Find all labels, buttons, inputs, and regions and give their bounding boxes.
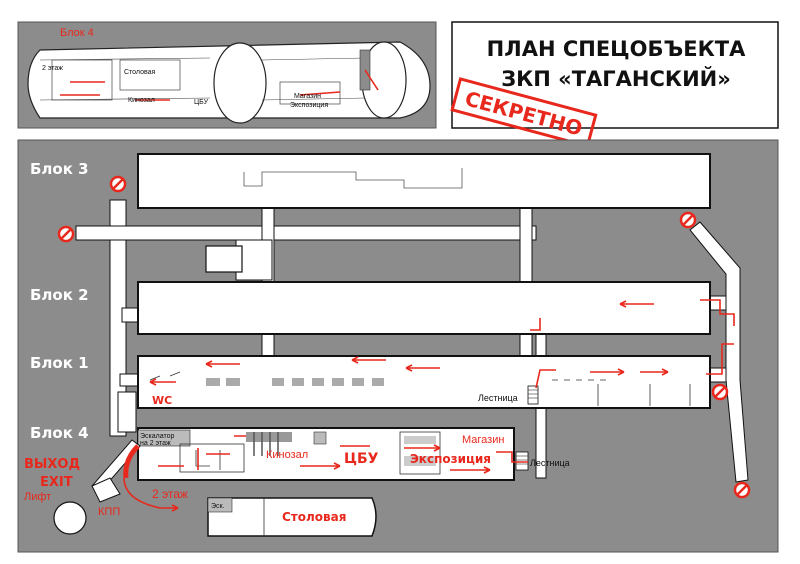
label-kpp: КПП bbox=[98, 506, 120, 518]
label-shop: Магазин bbox=[462, 434, 504, 446]
inset-tunnel bbox=[27, 41, 431, 124]
inset-panel: Блок 4 2 этаж Столовая Кинозал ЦБУ Магаз… bbox=[17, 21, 437, 129]
title-line2: ЗКП «ТАГАНСКИЙ» bbox=[501, 66, 731, 91]
inset-route-arrows bbox=[60, 81, 170, 101]
no-entry-icon bbox=[711, 383, 729, 401]
no-entry-icon bbox=[57, 225, 75, 243]
label-stairs-1: Лестница bbox=[478, 393, 518, 403]
title-line1: ПЛАН СПЕЦОБЪЕКТА bbox=[487, 37, 746, 61]
label-exit-ru: ВЫХОД bbox=[24, 457, 80, 472]
label-block-2: Блок 2 bbox=[30, 286, 89, 304]
label-escalator-1: Эскалатор bbox=[140, 433, 174, 440]
label-wc: WC bbox=[152, 394, 172, 407]
label-escalator-2: на 2 этаж bbox=[140, 440, 171, 447]
inset-exposition: Экспозиция bbox=[290, 102, 328, 109]
label-esc-small: Эск. bbox=[211, 503, 225, 510]
inset-shop: Магазин bbox=[294, 93, 321, 100]
floor2-route-arrow bbox=[123, 477, 178, 509]
inset-floor2: 2 этаж bbox=[42, 65, 63, 72]
title-box: ПЛАН СПЕЦОБЪЕКТА ЗКП «ТАГАНСКИЙ» СЕКРЕТН… bbox=[450, 21, 779, 148]
inset-route-arrows-2 bbox=[299, 69, 379, 96]
label-lift: Лифт bbox=[24, 491, 51, 503]
label-block-1: Блок 1 bbox=[30, 354, 89, 372]
label-canteen: Столовая bbox=[282, 510, 346, 524]
block-4 bbox=[137, 427, 529, 481]
label-cinema: Кинозал bbox=[266, 449, 308, 461]
inset-canteen: Столовая bbox=[124, 69, 156, 76]
label-block-4: Блок 4 bbox=[30, 424, 89, 442]
corridors bbox=[75, 199, 749, 483]
block-1 bbox=[137, 343, 734, 409]
label-block-3: Блок 3 bbox=[30, 160, 89, 178]
small-room bbox=[205, 245, 243, 273]
no-entry-icon bbox=[109, 175, 127, 193]
inset-cbu: ЦБУ bbox=[194, 99, 209, 106]
exit-area bbox=[53, 439, 179, 535]
no-entry-icon bbox=[733, 481, 751, 499]
inset-block-label: Блок 4 bbox=[60, 27, 94, 39]
inset-cinema: Кинозал bbox=[128, 97, 155, 104]
canteen-room bbox=[207, 497, 377, 537]
no-entry-icon bbox=[679, 211, 697, 229]
block-2 bbox=[137, 281, 735, 335]
label-cbu: ЦБУ bbox=[344, 451, 379, 467]
label-exit-en: EXIT bbox=[40, 475, 73, 490]
block-3 bbox=[137, 153, 711, 209]
label-stairs-2: Лестница bbox=[530, 458, 570, 468]
no-entry-signs bbox=[57, 175, 751, 499]
label-exposition: Экспозиция bbox=[410, 452, 491, 466]
label-floor2: 2 этаж bbox=[152, 487, 188, 501]
